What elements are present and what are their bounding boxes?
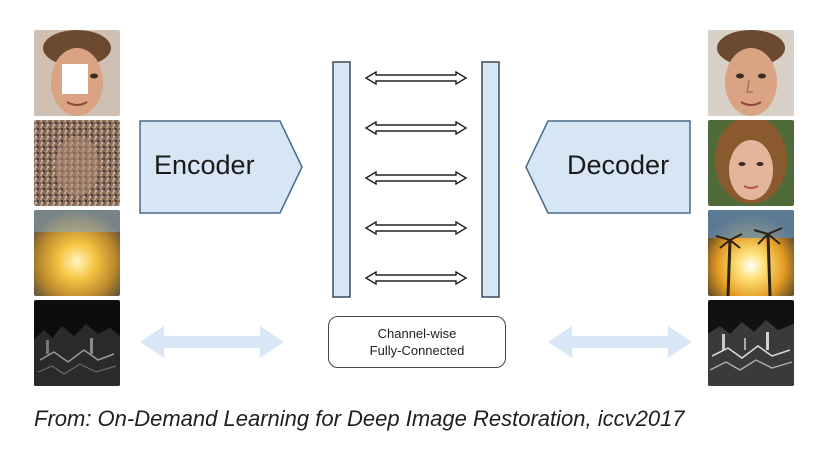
output-image-face: [708, 30, 794, 116]
fc-connection-arrows: [364, 70, 468, 286]
channel-wise-fc-box: Channel-wise Fully-Connected: [328, 316, 506, 368]
fc-arrow: [364, 170, 468, 186]
encoder-block: [139, 120, 303, 214]
fc-arrow: [364, 120, 468, 136]
fc-arrow: [364, 70, 468, 86]
input-image-noisy: [34, 120, 120, 206]
input-pair-arrow: [140, 326, 284, 358]
output-image-night: [708, 300, 794, 386]
channel-wise-label: Channel-wise: [377, 326, 457, 341]
right-feature-bar: [481, 61, 500, 298]
left-feature-bar: [332, 61, 351, 298]
output-image-portrait: [708, 120, 794, 206]
decoder-block: [525, 120, 691, 214]
fc-arrow: [364, 270, 468, 286]
input-image-inpainting: [34, 30, 120, 116]
output-image-sunset: [708, 210, 794, 296]
source-caption: From: On-Demand Learning for Deep Image …: [34, 406, 685, 431]
output-pair-arrow: [548, 326, 692, 358]
input-image-lowlight: [34, 300, 120, 386]
input-image-blurry: [34, 210, 120, 296]
fully-connected-label: Fully-Connected: [369, 343, 465, 358]
fc-arrow: [364, 220, 468, 236]
